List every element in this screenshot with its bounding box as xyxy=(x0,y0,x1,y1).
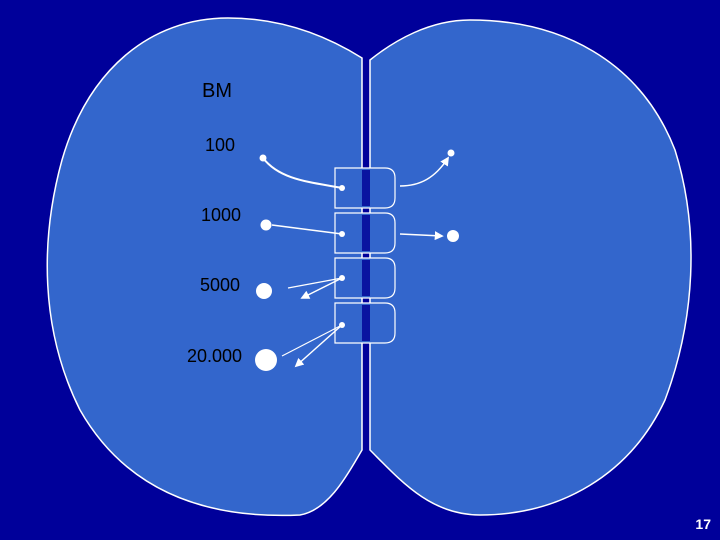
row-label-20000: 20.000 xyxy=(187,346,243,366)
row-label-5000: 5000 xyxy=(200,275,241,295)
channel-4 xyxy=(334,302,396,344)
path-1000-out xyxy=(399,231,444,241)
path-1000-in xyxy=(271,224,343,235)
path-20000-reflect xyxy=(281,324,343,357)
row-label-100: 100 xyxy=(205,135,236,155)
entry-dot-2 xyxy=(339,231,345,237)
left-lobe xyxy=(46,17,363,517)
channel-1 xyxy=(334,167,396,209)
right-lobe xyxy=(369,19,692,516)
particle-5000 xyxy=(256,283,272,299)
exit-dot-100 xyxy=(447,149,455,157)
particle-1000 xyxy=(260,219,272,231)
path-20000-back xyxy=(294,324,343,368)
channel-3 xyxy=(334,257,396,299)
particle-20000 xyxy=(255,349,277,371)
path-5000-back xyxy=(300,277,343,299)
path-5000-reflect xyxy=(287,277,343,289)
path-100-out xyxy=(399,156,449,187)
page-number: 17 xyxy=(695,516,711,532)
path-100-in xyxy=(262,157,343,189)
exit-dot-1000 xyxy=(447,230,459,242)
channel-2 xyxy=(334,212,396,254)
row-label-1000: 1000 xyxy=(201,205,242,225)
slide-title: BM xyxy=(202,80,232,102)
entry-dot-1 xyxy=(339,185,345,191)
